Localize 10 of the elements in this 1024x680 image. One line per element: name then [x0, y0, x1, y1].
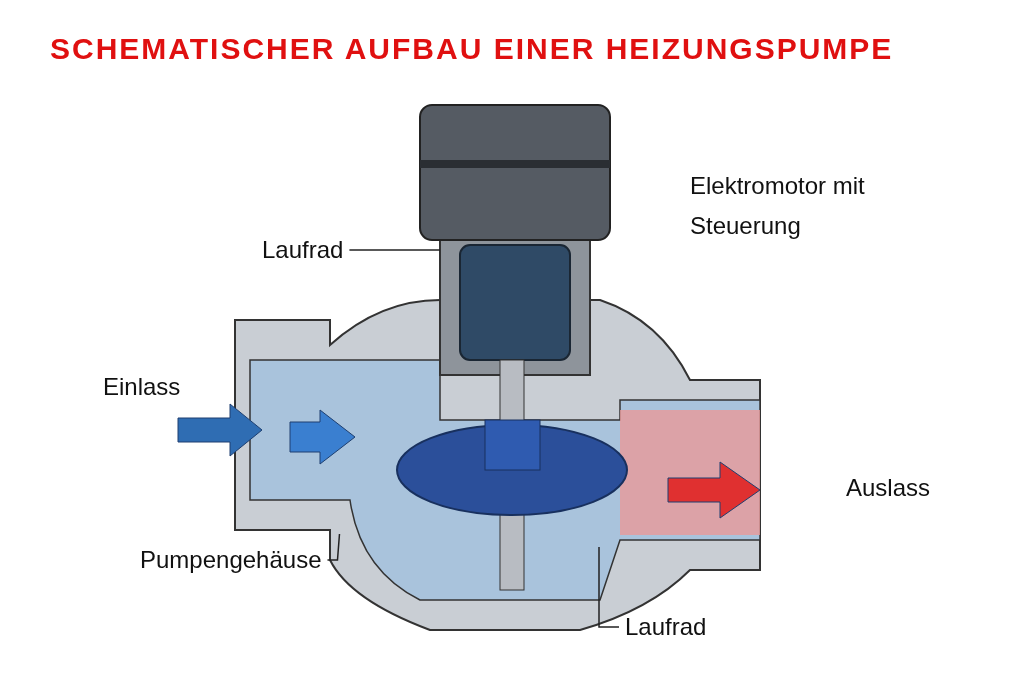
part-label: Pumpengehäuse	[140, 540, 322, 580]
component-label: Elektromotor mit Steuerung	[690, 171, 866, 241]
part-label: Laufrad	[625, 607, 707, 647]
leader-line	[598, 546, 620, 628]
part-label: Laufrad	[262, 230, 344, 270]
inlet-label: Einlass	[103, 372, 181, 402]
title: SCHEMATISCHER AUFBAU EINER HEIZUNGSPUMPE	[50, 32, 894, 66]
leader-line	[326, 533, 341, 561]
outlet-label: Auslass	[846, 473, 931, 503]
leader-line	[348, 249, 441, 251]
